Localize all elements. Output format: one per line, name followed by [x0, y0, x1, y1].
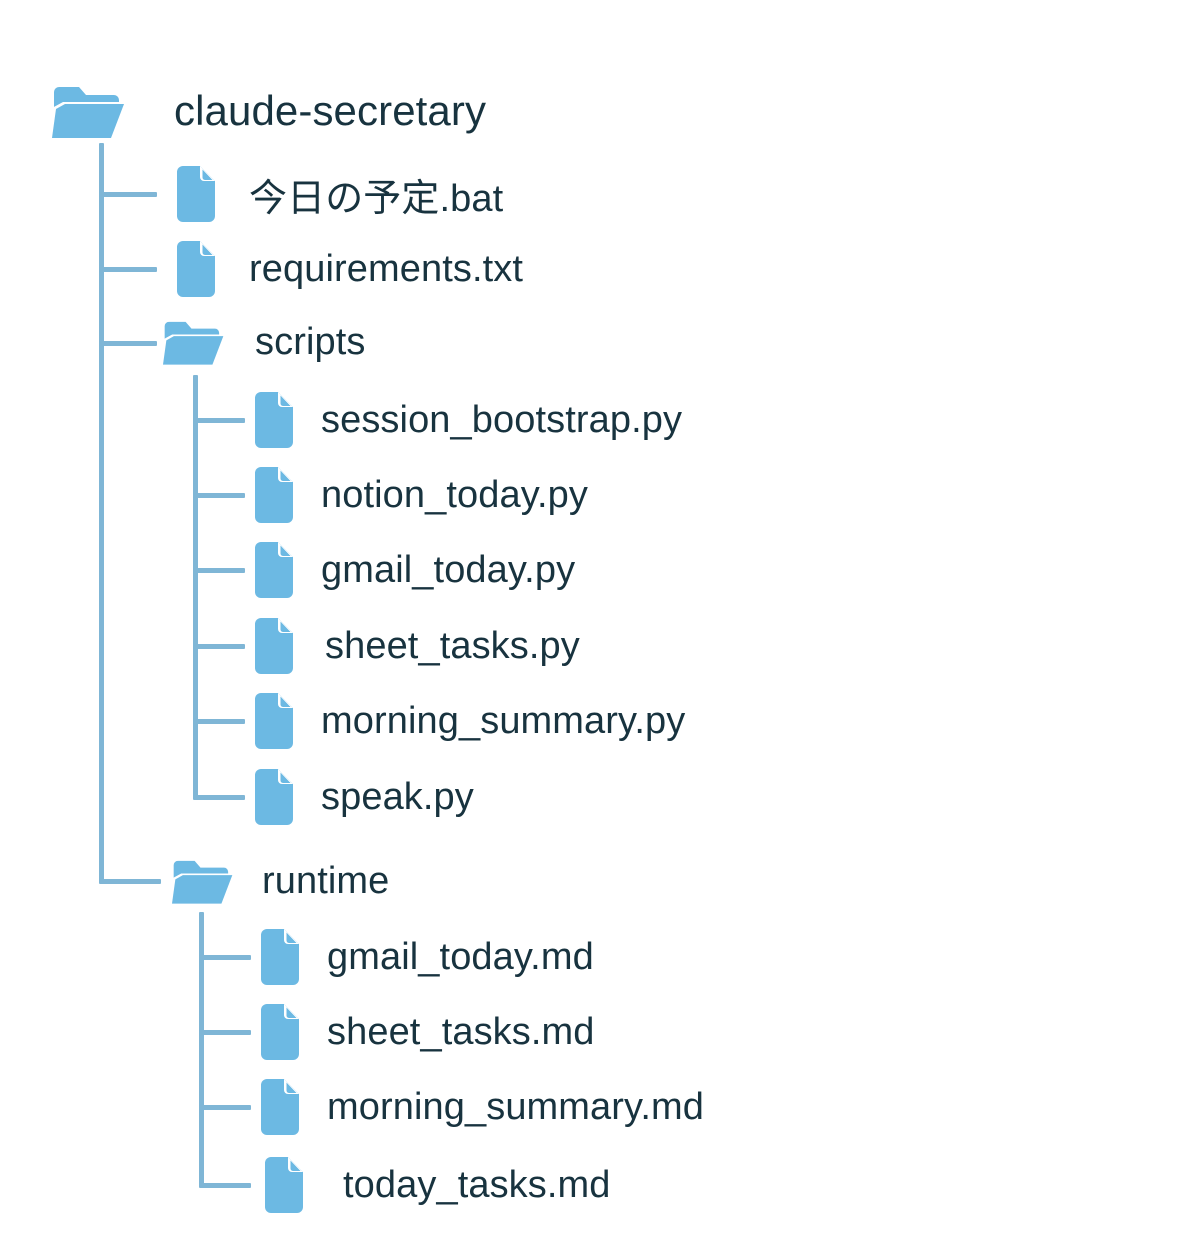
tree-node-label: notion_today.py [321, 473, 588, 516]
tree-node-label: gmail_today.md [327, 935, 594, 978]
folder-open-icon [52, 82, 126, 140]
file-icon [251, 618, 297, 674]
file-icon [173, 241, 219, 297]
stub-gmail-today-md [199, 955, 251, 960]
tree-file-speak.py[interactable]: speak.py [251, 769, 474, 825]
stub-session-bootstrap [193, 418, 245, 423]
stub-runtime [99, 879, 161, 884]
file-icon [251, 392, 297, 448]
tree-node-label: sheet_tasks.py [325, 624, 580, 667]
root-spine [99, 143, 104, 881]
file-icon [261, 1157, 307, 1213]
file-icon [173, 166, 219, 222]
file-icon [251, 467, 297, 523]
tree-file-session_bootstrap.py[interactable]: session_bootstrap.py [251, 392, 682, 448]
file-icon [251, 693, 297, 749]
tree-file-requirements.txt[interactable]: requirements.txt [173, 241, 523, 297]
tree-file-today_tasks.md[interactable]: today_tasks.md [261, 1157, 611, 1213]
tree-file-sheet_tasks.md[interactable]: sheet_tasks.md [257, 1004, 595, 1060]
scripts-spine [193, 375, 198, 797]
tree-node-label: runtime [262, 859, 390, 902]
tree-node-label: gmail_today.py [321, 548, 576, 591]
tree-file-morning_summary.py[interactable]: morning_summary.py [251, 693, 685, 749]
tree-folder-runtime[interactable]: runtime [172, 856, 389, 906]
tree-file-notion_today.py[interactable]: notion_today.py [251, 467, 588, 523]
tree-node-label: morning_summary.py [321, 699, 686, 742]
file-icon [257, 1079, 303, 1135]
file-icon [251, 542, 297, 598]
file-icon [257, 1004, 303, 1060]
stub-notion-today [193, 493, 245, 498]
folder-open-icon [172, 856, 234, 906]
stub-speak-py [193, 795, 245, 800]
stub-sheet-tasks-py [193, 644, 245, 649]
tree-file-sheet_tasks.py[interactable]: sheet_tasks.py [251, 618, 580, 674]
file-icon [257, 929, 303, 985]
tree-file-morning_summary.md[interactable]: morning_summary.md [257, 1079, 704, 1135]
tree-folder-scripts[interactable]: scripts [163, 317, 366, 367]
tree-node-label: today_tasks.md [343, 1163, 611, 1206]
tree-file-gmail_today.py[interactable]: gmail_today.py [251, 542, 575, 598]
tree-node-label: speak.py [321, 775, 474, 818]
stub-today-tasks-md [199, 1183, 251, 1188]
tree-node-label: scripts [255, 320, 366, 363]
stub-morning-summary-py [193, 719, 245, 724]
tree-node-label: 今日の予定.bat [249, 177, 504, 220]
stub-sheet-tasks-md [199, 1030, 251, 1035]
tree-node-label: morning_summary.md [327, 1085, 704, 1128]
runtime-spine [199, 912, 204, 1185]
stub-morning-summary-md [199, 1105, 251, 1110]
stub-gmail-today-py [193, 568, 245, 573]
folder-open-icon [163, 317, 225, 367]
tree-file-gmail_today.md[interactable]: gmail_today.md [257, 929, 594, 985]
tree-file-.bat[interactable]: 今日の予定.bat [173, 166, 503, 222]
stub-scripts [99, 341, 157, 346]
file-icon [251, 769, 297, 825]
stub-requirements [99, 267, 157, 272]
tree-folder-claude-secretary[interactable]: claude-secretary [52, 82, 486, 140]
tree-node-label: session_bootstrap.py [321, 398, 683, 441]
tree-node-label: claude-secretary [174, 87, 487, 134]
tree-node-label: requirements.txt [249, 247, 524, 290]
stub-today-bat [99, 192, 157, 197]
tree-node-label: sheet_tasks.md [327, 1010, 595, 1053]
